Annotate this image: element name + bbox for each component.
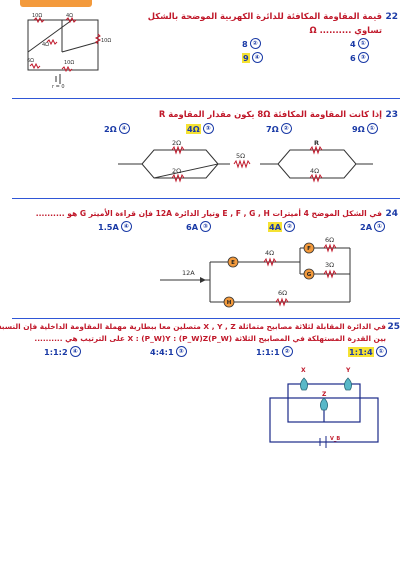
q24-ammeter-f: F xyxy=(307,246,311,252)
q22-r1-label: 10Ω xyxy=(32,13,42,19)
q24-circuit: E F G H 12A 4Ω 6Ω 3Ω 6Ω xyxy=(160,236,351,308)
q24-number: 24 xyxy=(385,209,398,219)
q24-ammeter-h: H xyxy=(227,300,232,306)
q24-ammeter-g: G xyxy=(307,272,312,278)
q22-circuit: 10Ω 4Ω 4Ω 10Ω 6Ω 10Ω r = 0 xyxy=(27,13,111,90)
q22-r2-label: 4Ω xyxy=(66,13,73,19)
q25-lamp-x: X xyxy=(301,367,306,374)
q23-circuit: 2Ω 2Ω 5Ω R 4Ω xyxy=(118,139,373,183)
q25-lamp-y: Y xyxy=(345,367,351,374)
q24-title: في الشكل الموضح 4 أميترات E , F , G , H … xyxy=(35,209,382,218)
q22-r5-label: 6Ω xyxy=(27,58,34,64)
q23-middle-label: 5Ω xyxy=(236,152,245,160)
q23-r-label: R xyxy=(314,139,319,147)
divider-1 xyxy=(12,98,400,99)
q22-emf-label: r = 0 xyxy=(52,84,65,90)
q25-lamp-z: Z xyxy=(322,391,327,398)
q23-number: 23 xyxy=(385,110,398,120)
q22-r3-label: 4Ω xyxy=(42,42,49,48)
q23-bottom-left-label: 2Ω xyxy=(172,167,181,175)
q25-number: 25 xyxy=(387,322,400,332)
q25-title-line1: في الدائرة المقابلة لثلاثة مصابيح متماثل… xyxy=(0,322,386,331)
q24-ammeter-e: E xyxy=(231,260,235,266)
top-tab xyxy=(20,0,92,7)
q25-circuit: X Y Z V_B xyxy=(269,367,379,448)
q22-r6-label: 10Ω xyxy=(64,60,74,66)
q24-r-top-label: 4Ω xyxy=(265,249,274,257)
divider-2 xyxy=(12,198,400,199)
q22-title: قيمة المقاومة المكافئة للدائرة الكهربية … xyxy=(147,11,382,21)
q22-subtitle: تساوي .......... Ω xyxy=(309,25,382,35)
q23-title: إذا كانت المقاومة المكافئة 8Ω يكون مقدار… xyxy=(158,109,382,119)
divider-3 xyxy=(12,318,400,319)
q24-r-bottom-label: 6Ω xyxy=(278,289,287,297)
q23-bottom-right-label: 4Ω xyxy=(310,167,319,175)
q24-current-label: 12A xyxy=(182,269,195,277)
q23-top-left-label: 2Ω xyxy=(172,139,181,147)
q25-battery-label: V_B xyxy=(330,436,340,442)
q22-r4-label: 10Ω xyxy=(101,38,111,44)
q22-number: 22 xyxy=(385,12,398,22)
q24-r-g-label: 3Ω xyxy=(325,261,334,269)
q25-title-line2: بين القدرة المستهلكة في المصابيح الثلاثة… xyxy=(34,334,386,343)
q24-r-f-label: 6Ω xyxy=(325,236,334,244)
